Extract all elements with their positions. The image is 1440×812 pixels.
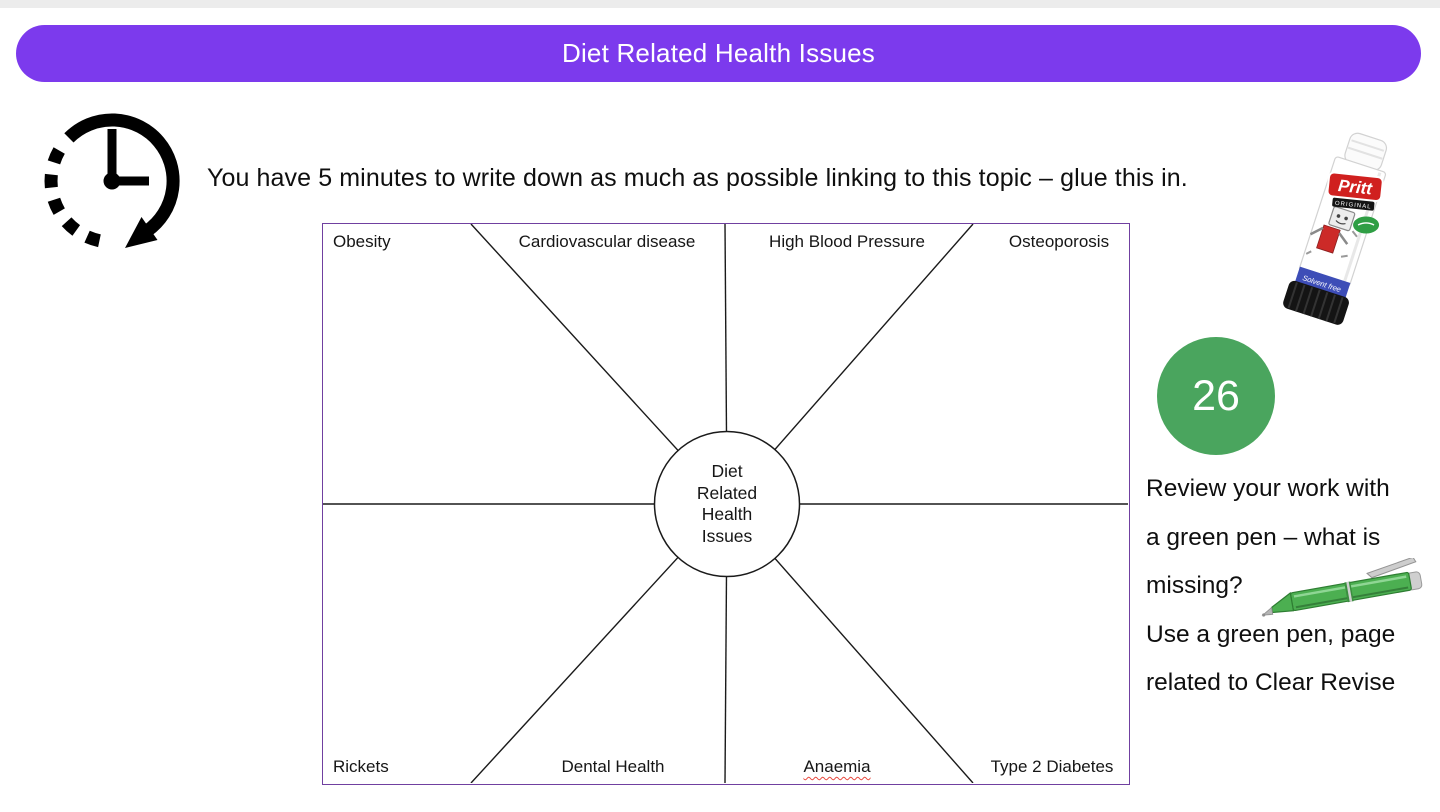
glue-stick-image: Pritt ORIGINAL Solvent free (1258, 128, 1430, 326)
page-title: Diet Related Health Issues (561, 38, 876, 68)
review-line: Use a green pen, page (1146, 620, 1396, 648)
section-label-cardiovascular-disease: Cardiovascular disease (518, 232, 696, 251)
green-pen-image (1258, 556, 1438, 624)
section-label-dental-health: Dental Health (561, 757, 665, 776)
center-line: Related (696, 482, 758, 503)
section-label-rickets: Rickets (333, 757, 389, 776)
review-line: related to Clear Revise (1146, 669, 1396, 697)
review-instruction-text: Review your work with a green pen – what… (1146, 465, 1440, 708)
review-line: Review your work with (1146, 475, 1390, 502)
glue-brand-text: Pritt (1337, 176, 1374, 199)
window-top-strip (0, 0, 1440, 8)
section-label-high-blood-pressure: High Blood Pressure (769, 232, 925, 251)
diagram-center-label: Diet Related Health Issues (662, 461, 792, 547)
review-line: a green pen – what is (1146, 523, 1381, 551)
section-label-osteoporosis: Osteoporosis (1008, 232, 1110, 251)
center-line: Health (701, 504, 753, 524)
review-line: missing? (1146, 572, 1243, 600)
title-banner: Diet Related Health Issues (16, 25, 1421, 82)
glue-label-text: ORIGINAL (1335, 201, 1372, 211)
brainstorm-diagram: Diet Related Health Issues Obesity Cardi… (322, 223, 1130, 785)
timer-instruction-text: You have 5 minutes to write down as much… (207, 164, 1188, 192)
section-label-anaemia: Anaemia (803, 757, 871, 776)
center-line: Diet (711, 461, 743, 481)
section-label-obesity: Obesity (333, 232, 391, 251)
section-label-type-2-diabetes: Type 2 Diabetes (990, 757, 1114, 776)
diagram-lines (323, 224, 1128, 783)
countdown-clock-icon (28, 103, 193, 271)
page-number-badge: 26 (1157, 337, 1275, 455)
center-line: Issues (701, 525, 753, 546)
page-number: 26 (1192, 371, 1240, 420)
